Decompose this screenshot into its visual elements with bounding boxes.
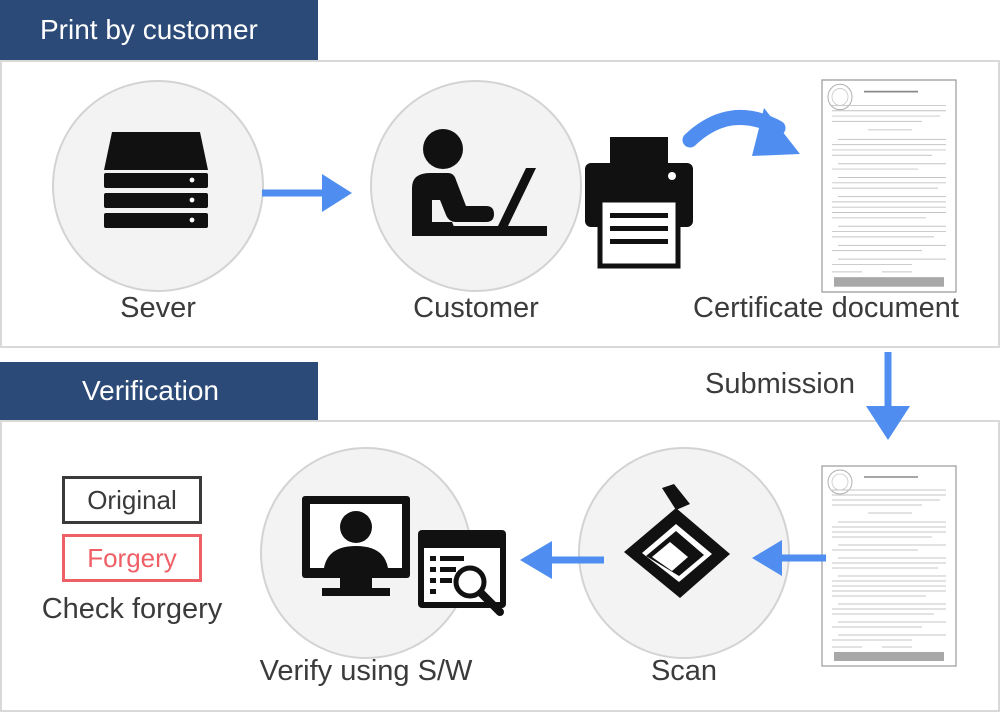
arrow-document-to-scan [752, 540, 826, 576]
submission-label: Submission [705, 368, 855, 400]
verify-label: Verify using S/W [259, 655, 473, 687]
arrow-server-to-customer [262, 174, 352, 212]
verification-section-title: Verification [0, 362, 318, 420]
person-laptop-icon [412, 129, 547, 236]
submitted-document-icon [821, 465, 957, 667]
certificate-label: Certificate document [693, 292, 959, 324]
search-window-icon [418, 530, 506, 616]
customer-node-circle [370, 80, 582, 292]
arrow-submission-down [866, 352, 910, 440]
server-icon [104, 132, 208, 228]
arrow-scan-to-verify [520, 541, 604, 579]
original-box: Original [62, 476, 202, 524]
customer-label: Customer [413, 292, 539, 324]
printer-icon [585, 137, 693, 269]
forgery-box: Forgery [62, 534, 202, 582]
computer-user-icon [302, 496, 410, 596]
scanner-icon [624, 484, 730, 598]
arrow-printer-to-document [682, 108, 800, 156]
check-forgery-label: Check forgery [41, 593, 223, 625]
print-section-title: Print by customer [0, 0, 318, 60]
document-icon [821, 79, 957, 293]
scan-label: Scan [650, 655, 718, 687]
server-label: Sever [120, 292, 196, 324]
server-node-circle [52, 80, 264, 292]
